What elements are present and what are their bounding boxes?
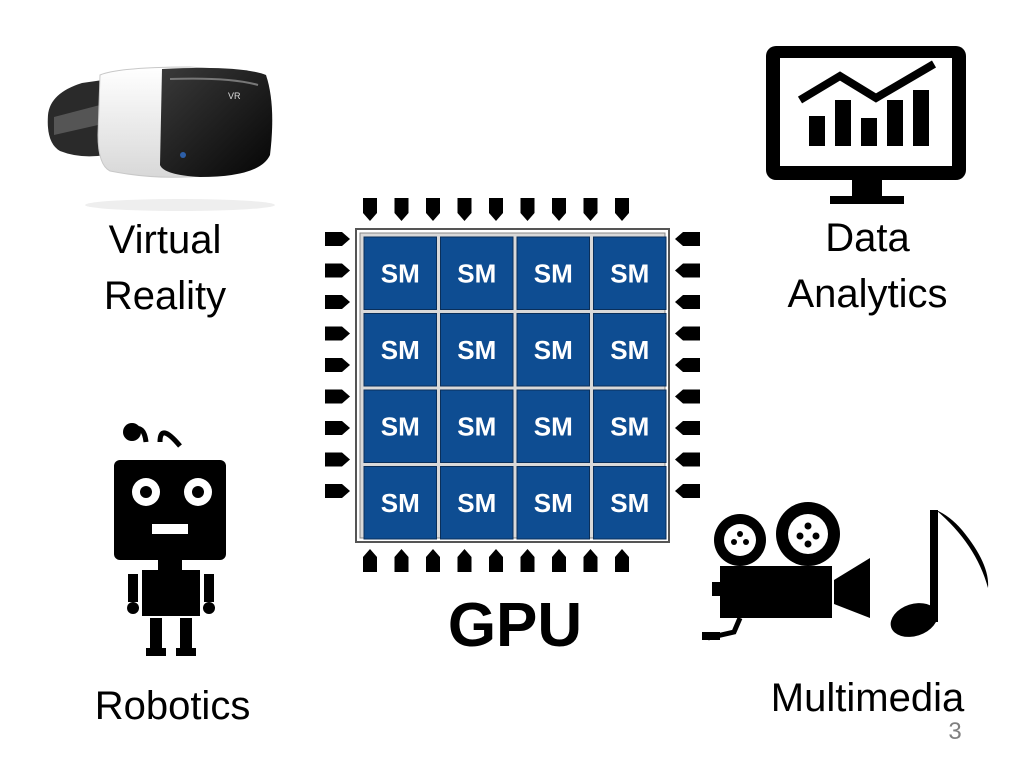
sm-core [516, 466, 590, 540]
data-analytics-label: Data Analytics [787, 216, 948, 316]
chip-pin-right [675, 232, 700, 246]
sm-core-label: SM [534, 335, 573, 365]
sm-core-label: SM [381, 411, 420, 441]
sm-core [593, 466, 667, 540]
vr-headset-icon: VR [47, 66, 275, 211]
sm-core [516, 313, 590, 387]
chip-pin-top [363, 198, 377, 221]
robotics-label: Robotics [94, 684, 251, 728]
robot-icon [114, 423, 226, 656]
sm-core-label: SM [534, 488, 573, 518]
sm-core [363, 466, 437, 540]
chip-pin-right [675, 295, 700, 309]
chip-pin-bottom [426, 549, 440, 572]
sm-core-label: SM [381, 335, 420, 365]
chip-pin-bottom [394, 549, 409, 572]
chip-pin-left [325, 326, 350, 341]
chip-pin-top [615, 198, 629, 221]
sm-core [363, 389, 437, 463]
sm-core-label: SM [381, 488, 420, 518]
gpu-chip: SM SM SM SM SM SM SM SM SM SM SM SM SM SM SM SM [325, 198, 700, 572]
multimedia-label: Multimedia [770, 676, 965, 720]
sm-core-label: SM [534, 411, 573, 441]
chip-pin-right [675, 263, 700, 278]
sm-core [363, 236, 437, 310]
chip-pin-right [675, 452, 700, 467]
sm-core [593, 313, 667, 387]
sm-core-label: SM [457, 488, 496, 518]
chip-pin-left [325, 452, 350, 467]
chip-pin-bottom [457, 549, 472, 572]
chip-pin-right [675, 358, 700, 372]
sm-core [516, 389, 590, 463]
chip-pin-top [583, 198, 598, 221]
sm-core [593, 389, 667, 463]
sm-core-label: SM [610, 335, 649, 365]
sm-core-label: SM [610, 411, 649, 441]
chip-pin-bottom [615, 549, 629, 572]
chip-pin-bottom [552, 549, 566, 572]
slide-number: 3 [948, 718, 962, 745]
sm-core [516, 236, 590, 310]
sm-core-label: SM [381, 258, 420, 288]
analytics-monitor-icon [766, 46, 966, 204]
svg-text:VR: VR [228, 91, 241, 101]
sm-core [440, 389, 514, 463]
sm-core-label: SM [610, 488, 649, 518]
chip-pin-right [675, 326, 700, 341]
chip-pin-left [325, 358, 350, 372]
chip-pin-right [675, 389, 700, 404]
chip-pin-bottom [489, 549, 503, 572]
chip-pin-left [325, 295, 350, 309]
chip-pin-bottom [520, 549, 535, 572]
chip-pin-top [552, 198, 566, 221]
sm-core [440, 236, 514, 310]
chip-pin-bottom [363, 549, 377, 572]
sm-core-label: SM [457, 411, 496, 441]
chip-pin-top [394, 198, 409, 221]
film-camera-music-icon [702, 502, 989, 641]
chip-pin-left [325, 421, 350, 435]
chip-pin-right [675, 484, 700, 498]
chip-pin-left [325, 389, 350, 404]
sm-core [440, 466, 514, 540]
chip-pin-left [325, 232, 350, 246]
sm-core [593, 236, 667, 310]
chip-pin-left [325, 263, 350, 278]
sm-core-label: SM [457, 335, 496, 365]
sm-core [440, 313, 514, 387]
chip-pin-right [675, 421, 700, 435]
chip-pin-top [520, 198, 535, 221]
chip-pin-bottom [583, 549, 598, 572]
sm-core-label: SM [534, 258, 573, 288]
chip-pin-top [426, 198, 440, 221]
chip-pin-left [325, 484, 350, 498]
sm-core-label: SM [610, 258, 649, 288]
chip-pin-top [489, 198, 503, 221]
gpu-title: GPU [447, 591, 583, 660]
sm-core [363, 313, 437, 387]
sm-core-label: SM [457, 258, 496, 288]
chip-pin-top [457, 198, 472, 221]
virtual-reality-label: Virtual Reality [103, 218, 227, 318]
